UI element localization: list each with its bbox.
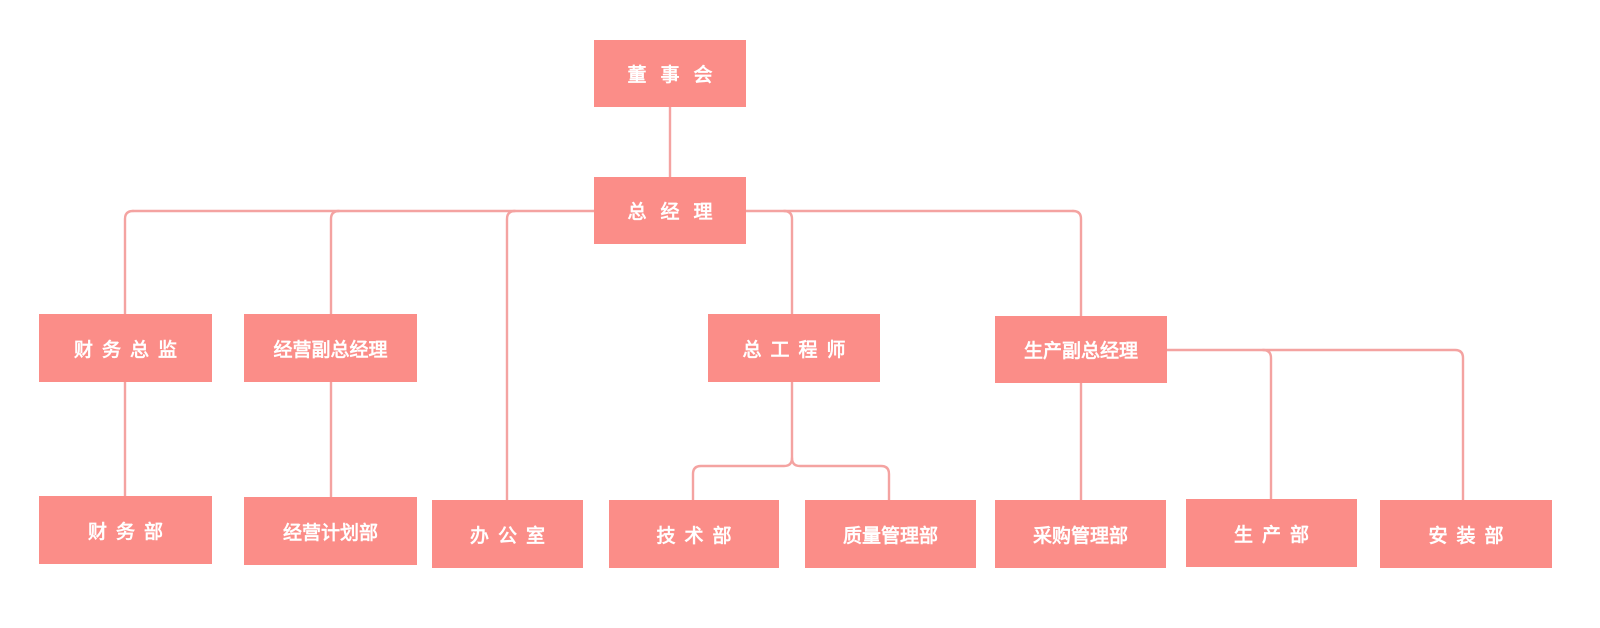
node-business-vp[interactable]: 经营副总经理 [244,314,417,382]
node-label: 采购管理部 [1032,524,1128,547]
node-production-dept[interactable]: 生产部 [1186,499,1357,567]
node-label: 董事会 [627,64,727,86]
node-board[interactable]: 董事会 [594,40,746,107]
node-finance-director[interactable]: 财务总监 [39,314,212,382]
node-technology-dept[interactable]: 技术部 [609,500,779,568]
node-label: 经营计划部 [282,521,378,544]
node-office[interactable]: 办公室 [432,500,583,568]
node-label: 总工程师 [742,338,855,361]
node-label: 生产副总经理 [1023,340,1138,362]
node-business-planning-dept[interactable]: 经营计划部 [244,497,417,565]
connector-chief-engineer-stem [691,380,794,502]
node-finance-dept[interactable]: 财务部 [39,496,212,564]
node-general-manager[interactable]: 总经理 [594,177,746,244]
node-purchasing-management-dept[interactable]: 采购管理部 [995,500,1166,568]
node-label: 总经理 [627,201,727,223]
node-label: 生产部 [1233,523,1318,546]
connector-production-vp-production [1261,348,1273,501]
node-chief-engineer[interactable]: 总工程师 [708,314,880,382]
connector-chief-engineer-qa [790,456,891,502]
node-production-vp[interactable]: 生产副总经理 [995,316,1167,383]
node-label: 经营副总经理 [273,338,388,361]
connector-gm-finance-director [123,209,135,316]
connector-gm-chief-engineer [782,209,794,316]
node-label: 技术部 [656,524,741,547]
connector-production-vp-bus [1165,348,1465,502]
node-installation-dept[interactable]: 安装部 [1380,500,1552,568]
connector-gm-business-vp [329,209,341,316]
node-label: 财务总监 [73,338,186,361]
node-label: 办公室 [469,524,554,547]
node-label: 安装部 [1428,524,1513,547]
node-label: 质量管理部 [842,524,938,547]
connector-gm-office [505,209,517,502]
node-label: 财务部 [87,520,172,543]
node-quality-management-dept[interactable]: 质量管理部 [805,500,976,568]
connector-gm-production-vp [1071,209,1083,318]
